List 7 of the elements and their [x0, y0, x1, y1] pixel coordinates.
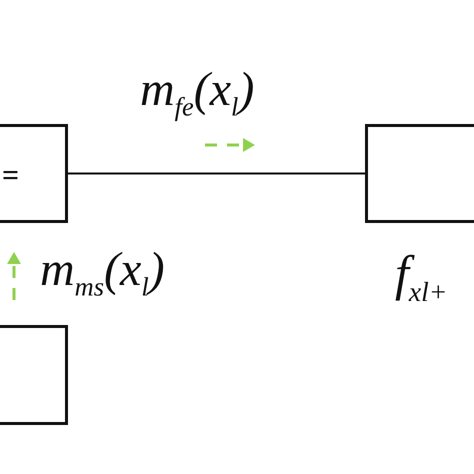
connector-line	[68, 172, 365, 174]
factor-box	[365, 124, 474, 223]
node-symbol: =	[2, 161, 20, 191]
message-label: m$_{ms}$(x$_{l}$)	[40, 246, 165, 300]
factor-box	[0, 124, 68, 223]
message-label: m$_{fe}$(x$_{l}$)	[140, 66, 254, 120]
factor-box	[0, 325, 68, 425]
